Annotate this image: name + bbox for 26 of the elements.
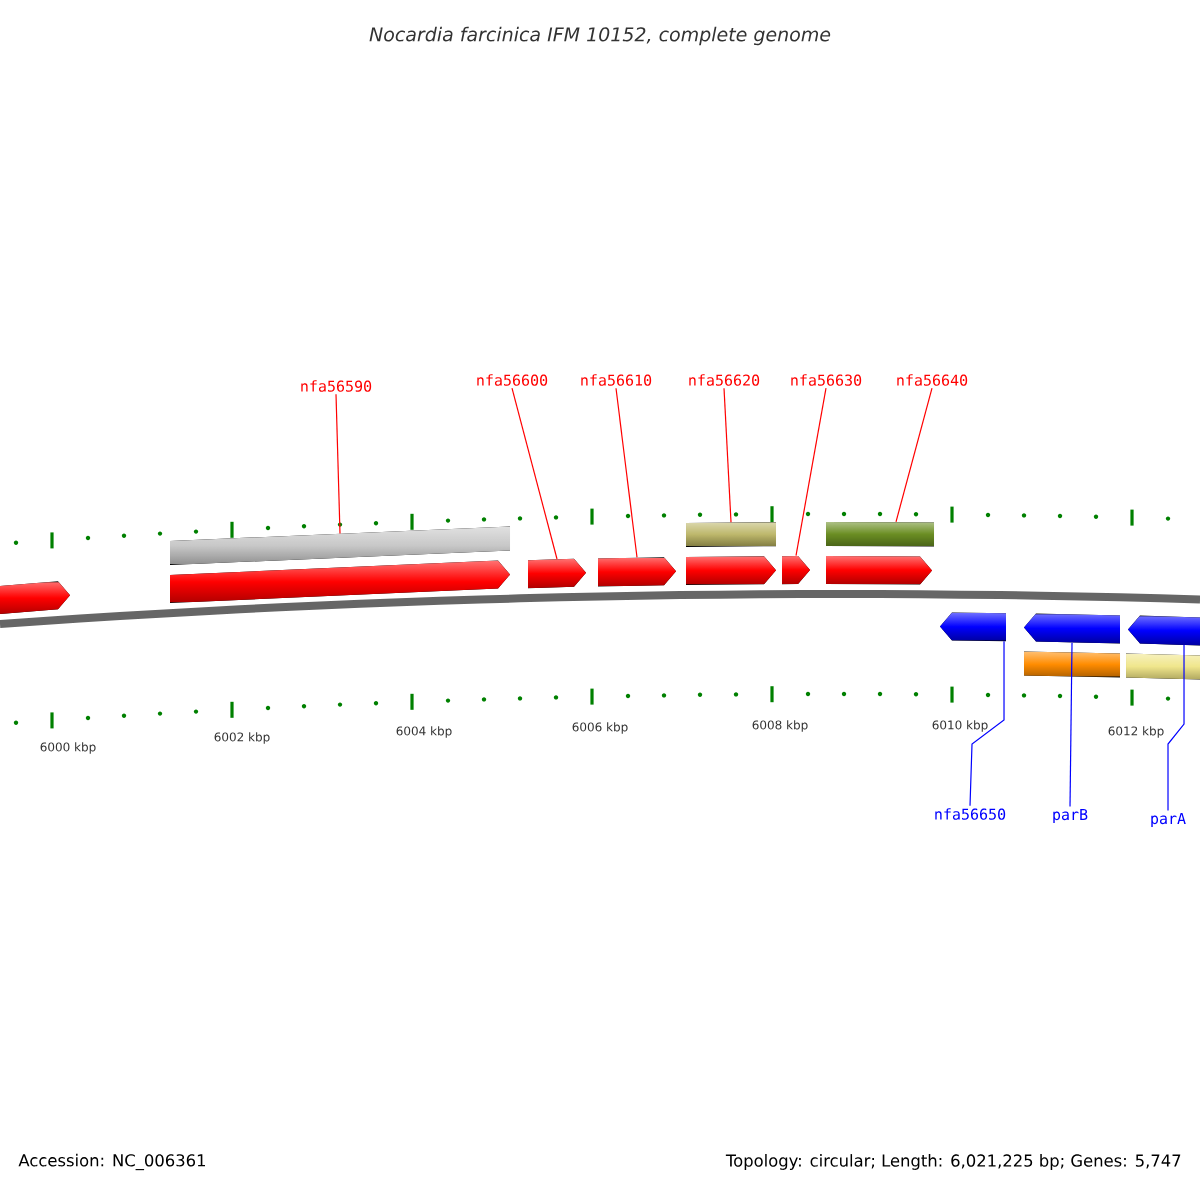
leader-line [511, 387, 558, 560]
leader-line [1167, 644, 1185, 812]
footer-text: Accession: NC_006361 [18, 1153, 205, 1171]
footer-text: Topology: circular; Length: 6,021,225 bp; Genes: 5,747 [725, 1154, 1181, 1170]
gene-feature [170, 560, 510, 603]
feature-bar [826, 522, 934, 547]
leader-line [969, 640, 1005, 807]
feature-bar [1024, 651, 1120, 678]
leader-line [1069, 642, 1073, 808]
leader-line [895, 387, 933, 523]
gene-feature [826, 556, 932, 585]
gene-feature [940, 612, 1006, 642]
feature-bar [1126, 653, 1200, 680]
gene-feature [598, 557, 676, 587]
feature-bar [170, 526, 510, 565]
gene-feature [528, 558, 586, 589]
leader-line [723, 387, 732, 523]
leader-line [615, 387, 638, 558]
leader-line [335, 393, 341, 534]
leader-line [795, 387, 827, 557]
title: Nocardia farcinica IFM 10152, complete genome [369, 26, 831, 46]
gene-feature [1024, 613, 1120, 644]
gene-feature [1128, 615, 1200, 646]
feature-bar [686, 522, 776, 547]
gene-feature [686, 556, 776, 585]
gene-feature [782, 556, 810, 585]
